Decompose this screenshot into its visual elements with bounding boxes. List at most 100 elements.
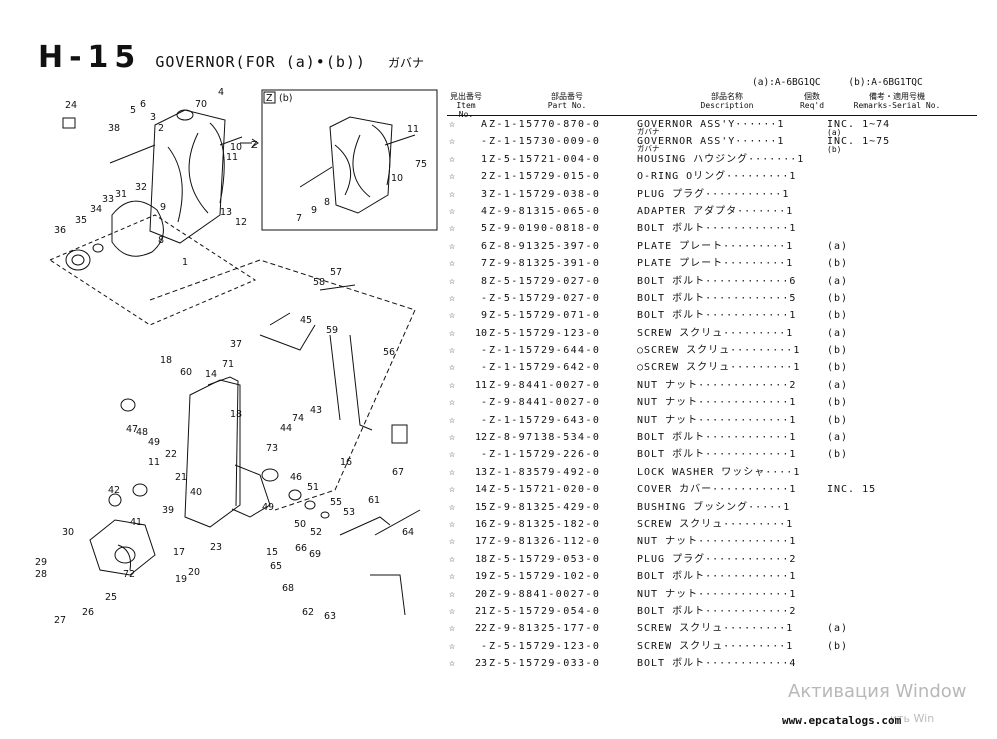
row-star: ☆ <box>448 153 456 165</box>
row-star: ☆ <box>448 414 456 426</box>
row-part-no: Z-1-15729-038-0 <box>489 188 601 200</box>
row-description: NUT ナット·············1 <box>637 536 797 548</box>
diagram-label: 27 <box>54 615 66 626</box>
row-item-no: 19 <box>474 571 487 583</box>
row-description: NUT ナット·············2 <box>637 379 797 391</box>
row-star: ☆ <box>448 240 456 252</box>
diagram-label: 13 <box>220 207 232 218</box>
diagram-label: 21 <box>175 472 187 483</box>
row-star: ☆ <box>448 484 456 496</box>
diagram-label: 49 <box>148 437 160 448</box>
table-header: 見出番号 Item No. 部品番号 Part No. 部品名称 Descrip… <box>447 91 977 119</box>
row-star: ☆ <box>448 136 456 148</box>
row-star: ☆ <box>448 536 456 548</box>
row-part-no: Z-1-15729-642-0 <box>489 362 601 374</box>
row-description: PLUG プラグ············2 <box>637 553 797 565</box>
header-part: 部品番号 Part No. <box>547 92 587 110</box>
section-subtitle-jp: ガバナ <box>387 56 424 70</box>
diagram-label: 46 <box>290 472 302 483</box>
row-part-no: Z-1-15729-643-0 <box>489 414 601 426</box>
row-item-no: - <box>480 345 487 357</box>
row-star: ☆ <box>448 501 456 513</box>
row-item-no: 20 <box>474 588 487 600</box>
row-part-no: Z-5-15729-027-0 <box>489 275 601 287</box>
variant-a: (a):A-6BG1QC <box>752 77 821 88</box>
variant-b: (b):A-6BG1TQC <box>848 77 923 88</box>
row-remarks: INC. 1~75 <box>827 136 891 148</box>
row-item-no: 4 <box>480 205 487 217</box>
row-item-no: 12 <box>474 432 487 444</box>
inset-labels: 11 10 75 7 9 8 <box>296 124 427 224</box>
row-description: BOLT ボルト············1 <box>637 449 797 461</box>
activation-watermark: Активация Window <box>788 681 967 702</box>
row-item-no: 15 <box>474 501 487 513</box>
row-description: ○SCREW スクリュ·········1 <box>637 345 801 357</box>
row-remarks: INC. 15 <box>827 484 877 496</box>
footer-site: www.epcatalogs.com <box>782 714 902 727</box>
row-part-no: Z-9-81326-112-0 <box>489 536 601 548</box>
row-remarks-note: (a) <box>827 128 842 137</box>
row-description: LOCK WASHER ワッシャ····1 <box>637 466 801 478</box>
row-remarks: INC. 1~74 <box>827 119 891 130</box>
diagram-label: 71 <box>222 359 234 370</box>
row-star: ☆ <box>448 188 456 200</box>
row-part-no: Z-5-15729-054-0 <box>489 605 601 617</box>
row-item-no: 17 <box>474 536 487 548</box>
table-row: ☆-Z-1-15729-642-0○SCREW スクリュ·········1(b… <box>447 359 977 376</box>
governor-housing-upper <box>62 109 259 244</box>
diagram-label: 26 <box>82 607 94 618</box>
row-description: BOLT ボルト············6 <box>637 275 797 287</box>
parts-table: 見出番号 Item No. 部品番号 Part No. 部品名称 Descrip… <box>447 91 977 673</box>
row-remarks: (a) <box>827 327 849 339</box>
row-description: SCREW スクリュ·········1 <box>637 623 794 635</box>
diagram-label: 20 <box>188 567 200 578</box>
diagram-label: 67 <box>392 467 404 478</box>
diagram-label: 9 <box>160 202 166 213</box>
row-remarks: (a) <box>827 379 849 391</box>
row-part-no: Z-1-15730-009-0 <box>489 136 601 148</box>
variant-legend: (a):A-6BG1QC (b):A-6BG1TQC <box>752 77 945 88</box>
diagram-label: 18 <box>160 355 172 366</box>
row-item-no: - <box>480 136 487 148</box>
row-remarks: (b) <box>827 449 849 461</box>
row-description: SCREW スクリュ·········1 <box>637 327 794 339</box>
diagram-label: 70 <box>195 99 207 110</box>
diagram-label: 42 <box>108 485 120 496</box>
row-remarks: (b) <box>827 640 849 652</box>
diagram-label: 18 <box>230 409 242 420</box>
row-part-no: Z-9-8441-0027-0 <box>489 379 601 391</box>
activation-watermark-sub: ить Win <box>890 712 935 725</box>
diagram-label: 52 <box>310 527 322 538</box>
row-star: ☆ <box>448 205 456 217</box>
diagram-labels: 24 5 6 3 70 4 2 38 11 12 10 13 32 31 33 … <box>35 87 414 626</box>
row-part-no: Z-9-0190-0818-0 <box>489 223 601 235</box>
row-part-no: Z-5-15729-123-0 <box>489 327 601 339</box>
row-star: ☆ <box>448 397 456 409</box>
row-star: ☆ <box>448 171 456 183</box>
diagram-label: 50 <box>294 519 306 530</box>
diagram-label: 10 <box>230 142 242 153</box>
row-item-no: 2 <box>480 171 487 183</box>
row-item-no: 16 <box>474 518 487 530</box>
diagram-label: 24 <box>65 100 77 111</box>
row-star: ☆ <box>448 623 456 635</box>
diagram-label: 40 <box>190 487 202 498</box>
row-remarks: (a) <box>827 432 849 444</box>
diagram-label: 55 <box>330 497 342 508</box>
row-description: PLATE プレート·········1 <box>637 240 794 252</box>
row-part-no: Z-9-81325-429-0 <box>489 501 601 513</box>
diagram-label: 34 <box>90 204 102 215</box>
row-star: ☆ <box>448 362 456 374</box>
row-star: ☆ <box>448 223 456 235</box>
diagram-label: 25 <box>105 592 117 603</box>
